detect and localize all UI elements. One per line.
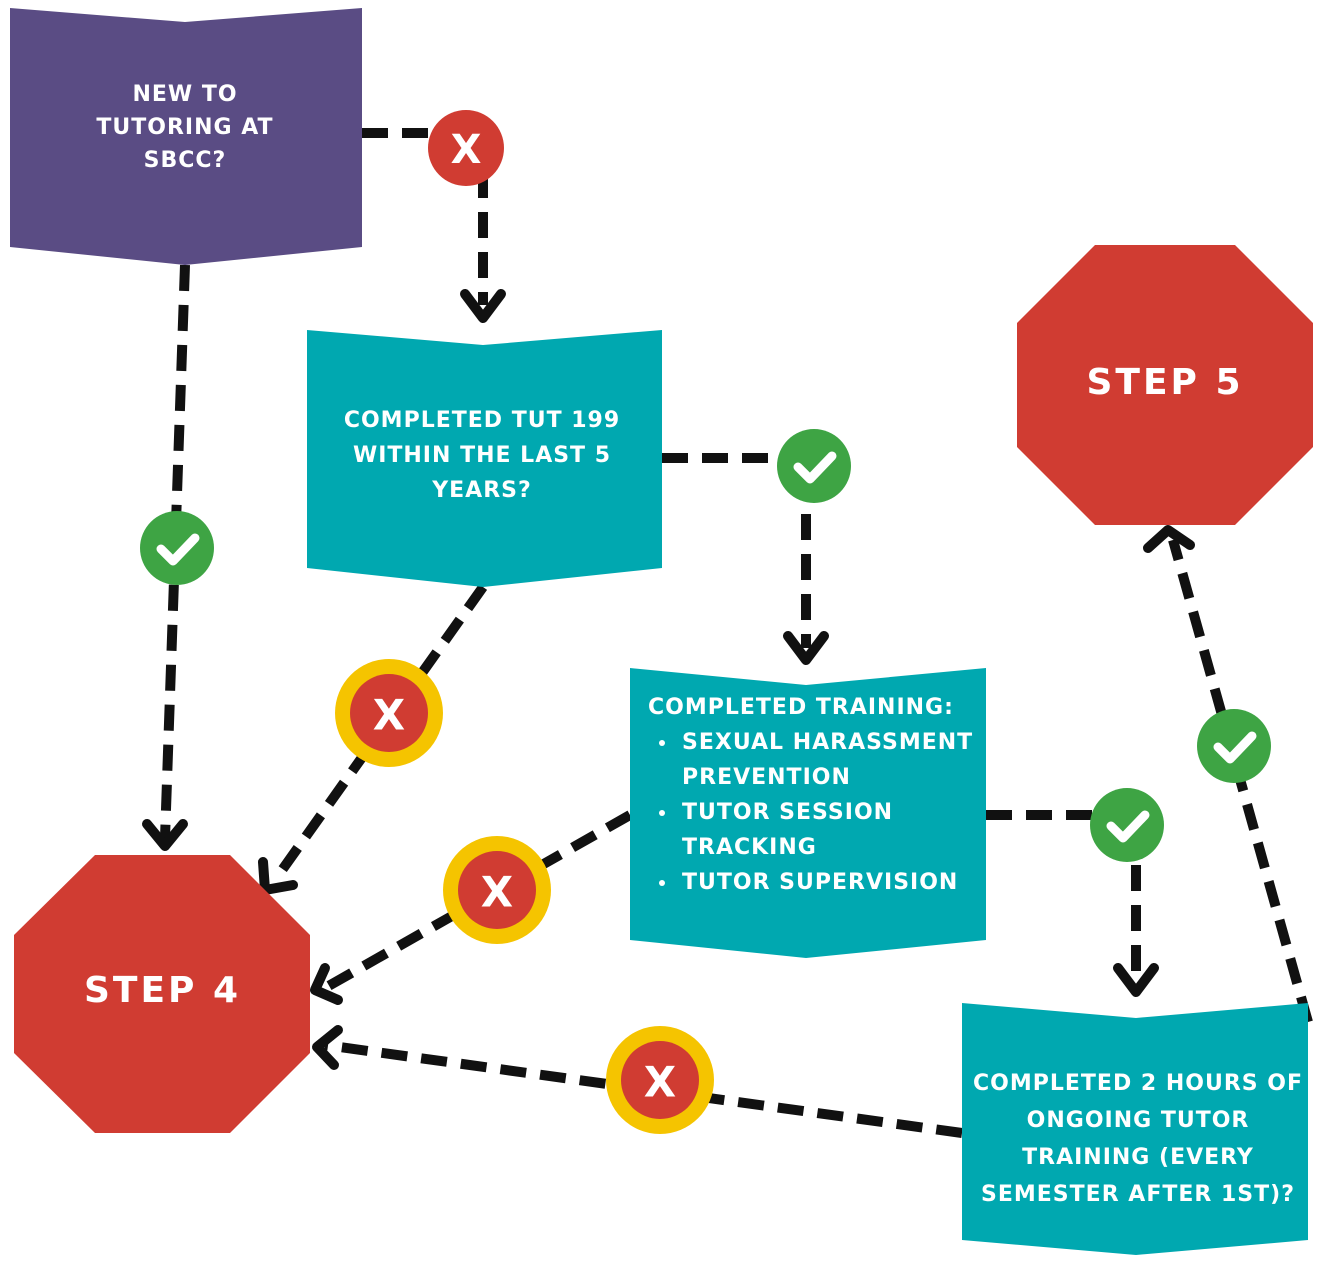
yes-badge-start-to-step4: [140, 511, 214, 585]
training-node-title: COMPLETED TRAINING:: [648, 695, 954, 720]
step4-label: STEP 4: [83, 970, 242, 1011]
arrowhead-to-tut199: [460, 289, 506, 323]
no-badge-mark: X: [481, 868, 513, 917]
start-node-shape: [10, 8, 362, 265]
arrowhead-to-step5: [1143, 525, 1195, 553]
no-badge-ongoing-to-step4: X: [606, 1026, 714, 1134]
yes-badge-tut199-to-training: [777, 429, 851, 503]
training-node-label: COMPLETED TRAINING: SEXUAL HARASSMENT PR…: [648, 690, 983, 900]
arrowhead-from-training-to-step4: [310, 963, 343, 1005]
no-badge-training-to-step4: X: [443, 836, 551, 944]
edge-training-to-ongoing: [986, 810, 1141, 980]
training-item: SEXUAL HARASSMENT PREVENTION: [678, 725, 983, 795]
x-icon: [428, 110, 504, 186]
no-badge-start: X: [428, 110, 504, 186]
no-badge-mark: X: [644, 1058, 676, 1107]
arrowhead-to-training: [783, 631, 829, 665]
step5-label: STEP 5: [1086, 362, 1244, 403]
ongoing-node-label: COMPLETED 2 HOURS OF ONGOING TUTOR TRAIN…: [973, 1071, 1303, 1207]
training-item: TUTOR SUPERVISION: [678, 865, 983, 900]
no-badge-mark: X: [451, 127, 482, 173]
no-badge-mark: X: [373, 691, 405, 740]
training-list: SEXUAL HARASSMENT PREVENTION TUTOR SESSI…: [648, 725, 983, 900]
arrowhead-to-step4-top: [142, 819, 188, 851]
no-badge-tut199-to-step4: X: [335, 659, 443, 767]
step5-octagon: [1017, 245, 1313, 525]
yes-badge-ongoing-to-step5: [1197, 709, 1271, 783]
check-icon: [1197, 709, 1271, 783]
step4-octagon: [14, 855, 310, 1133]
arrowhead-to-ongoing: [1113, 963, 1159, 997]
check-icon: [1090, 788, 1164, 862]
check-icon: [140, 511, 214, 585]
start-node-label: NEW TO TUTORING AT SBCC?: [96, 82, 274, 173]
training-node-shape: [630, 668, 986, 958]
check-icon: [777, 429, 851, 503]
ongoing-node-shape: [962, 1003, 1308, 1255]
training-item: TUTOR SESSION TRACKING: [678, 795, 983, 865]
arrowhead-from-ongoing-to-step4: [312, 1025, 343, 1070]
tut199-node-shape: [307, 330, 662, 587]
tut199-node-label: COMPLETED TUT 199 WITHIN THE LAST 5 YEAR…: [343, 408, 621, 503]
yes-badge-training-to-ongoing: [1090, 788, 1164, 862]
